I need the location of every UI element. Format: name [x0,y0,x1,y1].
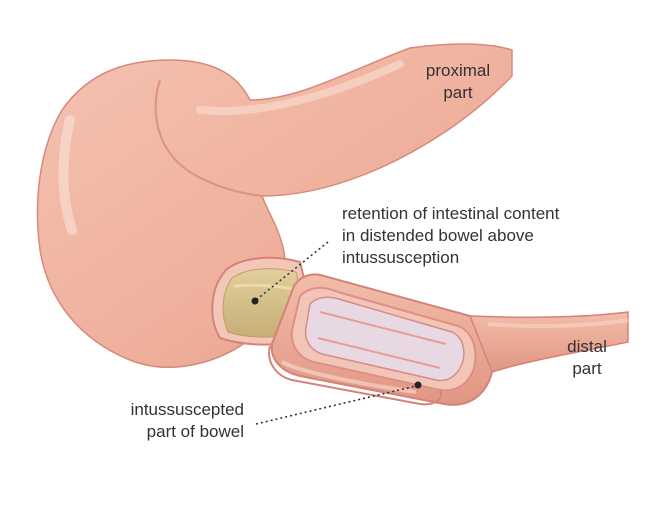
label-intussuscepted-part: intussuscepted part of bowel [98,399,244,443]
label-proximal-line1: proximal [425,61,491,80]
label-retention: retention of intestinal content in diste… [342,203,559,269]
label-retention-line3: intussusception [342,248,460,267]
intussuscepted-segment [268,273,496,406]
label-proximal-line2: part [443,83,473,102]
label-distal-line2: part [572,359,602,378]
label-distal-line1: distal [567,337,607,356]
proximal-bowel [36,43,513,368]
label-proximal-part: proximal part [418,60,498,104]
leader-intussuscepted [255,381,422,425]
label-intussuscepted-line1: intussuscepted [130,400,244,419]
label-retention-line2: in distended bowel above [342,226,534,245]
label-distal-part: distal part [552,336,622,380]
label-intussuscepted-line2: part of bowel [146,422,244,441]
distal-bowel [468,311,629,373]
leader-retention [251,241,329,305]
label-retention-line1: retention of intestinal content [342,204,560,223]
